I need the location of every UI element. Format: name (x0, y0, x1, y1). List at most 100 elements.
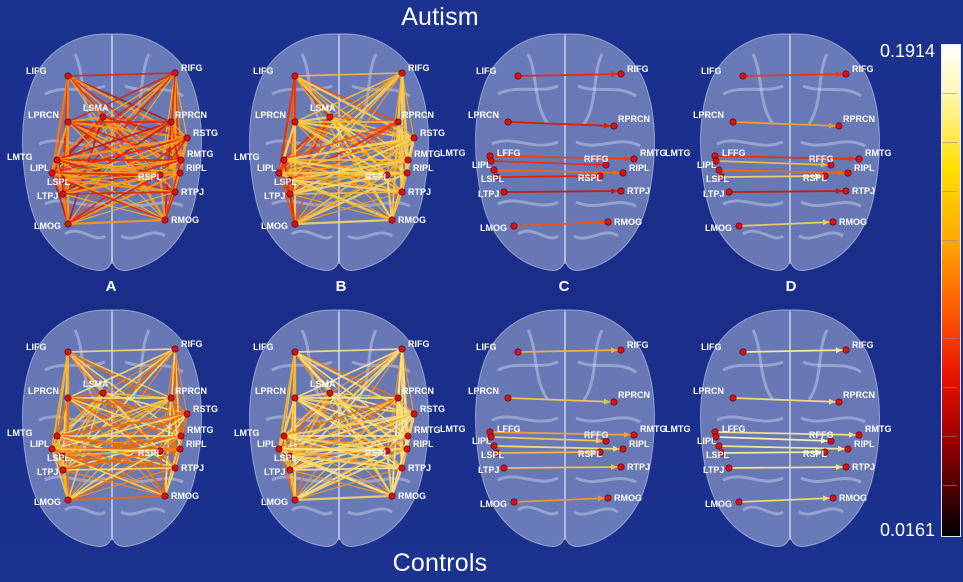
connection-line (289, 158, 409, 182)
colorbar-tick (943, 240, 957, 241)
region-label-rmtg: RMTG (414, 425, 441, 435)
region-node-rspl (156, 171, 164, 179)
region-label-rifg: RIFG (852, 64, 874, 74)
connection-line (490, 160, 607, 166)
region-label-rstg: RSTG (420, 128, 445, 138)
connections (489, 347, 635, 503)
region-label-rspl: RSPL (578, 173, 603, 183)
region-node-rifg (617, 346, 625, 354)
connection-line (496, 175, 601, 178)
connection-line (67, 450, 161, 501)
region-node-rmtg (404, 156, 412, 164)
connection-arrowhead (837, 445, 845, 452)
region-label-rmog: RMOG (398, 491, 426, 501)
region-label-lspl: LSPL (706, 174, 730, 184)
colorbar-min-label: 0.0161 (880, 520, 936, 540)
connection-line (278, 413, 415, 450)
region-label-lifg: LIFG (476, 342, 497, 352)
region-node-lifg (739, 72, 747, 80)
connection-line (289, 450, 388, 457)
region-label-ltpj: LTPJ (703, 465, 724, 475)
region-node-rprcn (167, 394, 175, 402)
region-label-lifg: LIFG (476, 66, 497, 76)
region-label-lsma: LSMA (83, 103, 109, 113)
connection-line (283, 136, 415, 162)
region-label-lifg: LIFG (701, 66, 722, 76)
connection-line (721, 175, 826, 178)
region-node-rffg (602, 437, 610, 445)
region-node-rprcn (835, 398, 843, 406)
connection-arrowhead (848, 155, 856, 162)
region-node-rstg (183, 410, 191, 418)
region-node-ltpj (59, 190, 67, 198)
region-label-lprcn: LPRCN (468, 386, 499, 396)
region-node-rmog (829, 494, 837, 502)
region-node-rprcn (835, 122, 843, 130)
region-node-ltpj (725, 464, 733, 472)
connection-arrowhead (589, 449, 597, 456)
connection-line (289, 449, 388, 472)
region-label-rstg: RSTG (420, 404, 445, 414)
region-label-lspl: LSPL (481, 174, 505, 184)
region-node-lprcn (291, 118, 299, 126)
region-label-rmtg: RMTG (640, 424, 667, 434)
region-node-rstg (410, 134, 418, 142)
connection-line (718, 445, 849, 450)
region-label-lipl: LIPL (472, 436, 492, 446)
region-node-rprcn (394, 118, 402, 126)
connection-line (496, 451, 601, 454)
connection-arrowhead (595, 437, 603, 444)
connection-line (742, 73, 847, 77)
connection-line (278, 137, 415, 174)
nodes (48, 69, 191, 228)
connections (714, 71, 860, 227)
colorbar (941, 44, 961, 537)
connection-line (507, 397, 615, 403)
region-label-rffg: RFFG (584, 154, 609, 164)
region-node-rspl (821, 172, 829, 180)
connections (277, 348, 416, 502)
connection-line (391, 467, 403, 497)
connection-arrowhead (828, 398, 836, 405)
region-node-lffg (712, 157, 720, 165)
region-node-lifg (64, 72, 72, 80)
connection-line (67, 494, 166, 502)
region-node-rspl (383, 447, 391, 455)
region-node-rprcn (610, 122, 618, 130)
connection-line (56, 412, 188, 438)
region-node-rmog (388, 216, 396, 224)
region-node-rifg (842, 70, 850, 78)
region-label-rifg: RIFG (852, 340, 874, 350)
connection-line (51, 413, 188, 450)
connection-line (51, 172, 69, 225)
nodes (275, 345, 418, 504)
region-node-lspl (59, 176, 67, 184)
region-label-rmtg: RMTG (640, 148, 667, 158)
brain-outline (475, 309, 655, 547)
connection-line (67, 351, 166, 497)
connection-line (283, 159, 393, 221)
region-node-lffg (487, 433, 495, 441)
region-label-rstg: RSTG (193, 404, 218, 414)
region-label-ltpj: LTPJ (37, 467, 58, 477)
connection-line (721, 451, 826, 454)
region-node-lifg (514, 72, 522, 80)
connection-arrowhead (814, 449, 822, 456)
connection-line (715, 436, 832, 442)
connection-line (294, 396, 415, 416)
region-label-lspl: LSPL (274, 177, 298, 187)
region-node-lifg (291, 72, 299, 80)
connection-line (278, 448, 296, 501)
region-node-ripl (619, 169, 627, 177)
region-node-lipl (48, 169, 56, 177)
region-label-rmog: RMOG (614, 493, 642, 503)
connection-arrowhead (612, 169, 620, 176)
connection-arrowhead (603, 122, 611, 129)
region-node-rspl (596, 172, 604, 180)
